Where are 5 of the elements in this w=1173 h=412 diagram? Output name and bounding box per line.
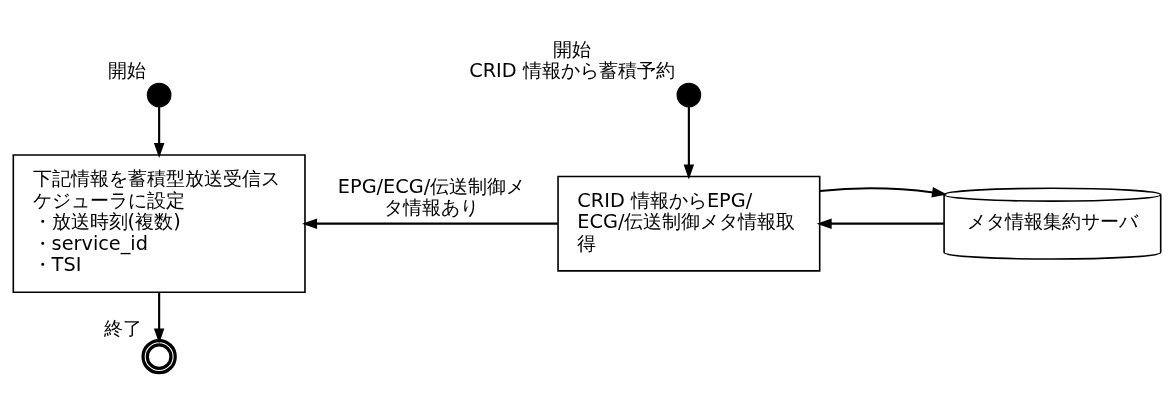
edge-label: EPG/ECG/伝送制御メタ情報あり xyxy=(337,174,525,219)
node-label: 開始 xyxy=(552,37,591,61)
node-label: CRID 情報から蓄積予約 xyxy=(468,58,675,82)
node-label: 終了 xyxy=(103,316,142,340)
node-label: 開始 xyxy=(108,58,147,82)
